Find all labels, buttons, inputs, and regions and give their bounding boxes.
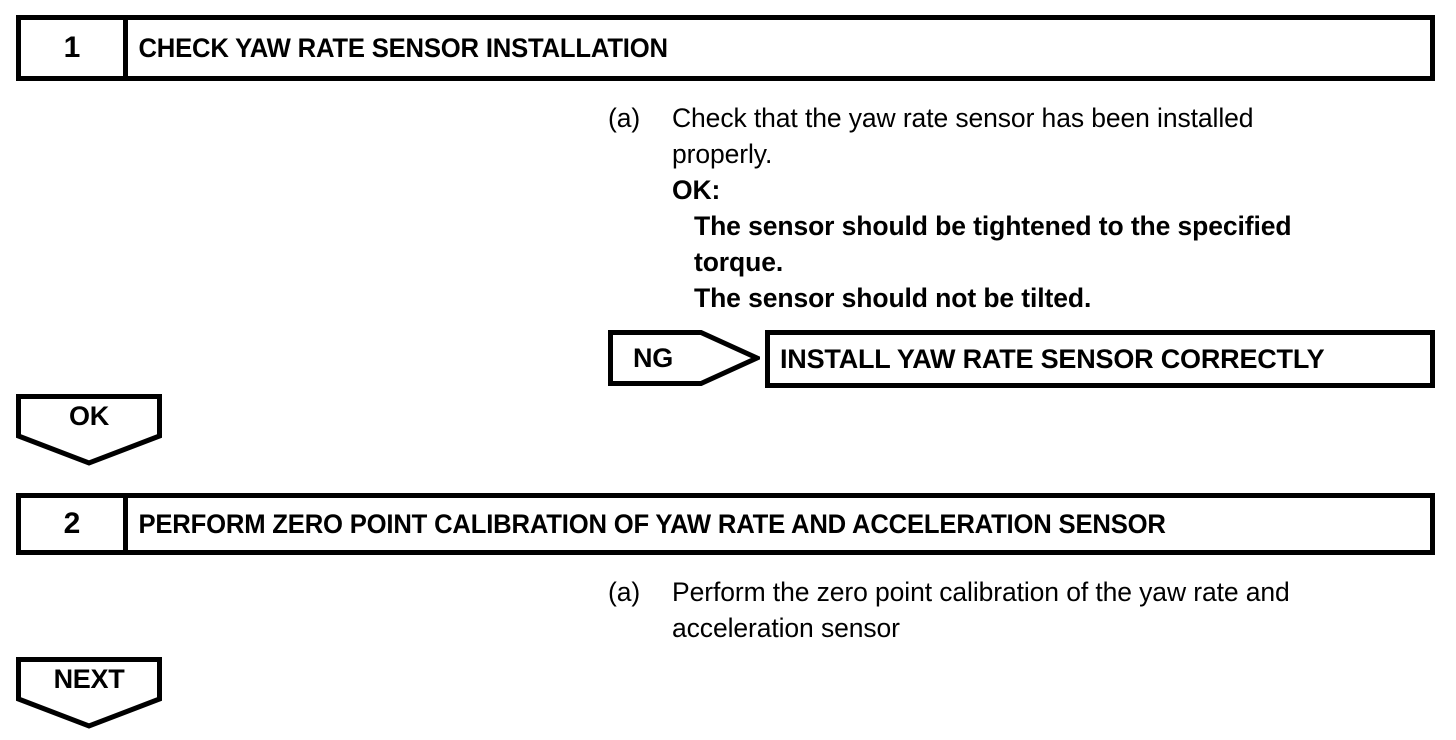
step-1-line-2: properly. <box>672 139 773 169</box>
step-2-title: PERFORM ZERO POINT CALIBRATION OF YAW RA… <box>138 508 1166 539</box>
step-2-body: (a) Perform the zero point calibration o… <box>608 574 1408 646</box>
next-branch-arrow: NEXT <box>16 657 162 729</box>
ng-result-box: INSTALL YAW RATE SENSOR CORRECTLY <box>765 330 1435 388</box>
step-1-item-label: (a) <box>608 103 641 133</box>
step-2-line-2: acceleration sensor <box>672 613 900 643</box>
step-2-number: 2 <box>21 498 128 550</box>
step-2-item-a: (a) Perform the zero point calibration o… <box>608 574 1408 646</box>
step-1-item-a: (a) Check that the yaw rate sensor has b… <box>608 100 1408 316</box>
step-1-line-1: Check that the yaw rate sensor has been … <box>672 103 1254 133</box>
ng-branch-label: NG <box>633 342 673 373</box>
step-1-body: (a) Check that the yaw rate sensor has b… <box>608 100 1408 316</box>
step-1-number: 1 <box>21 20 128 76</box>
step-1-title: CHECK YAW RATE SENSOR INSTALLATION <box>138 32 668 63</box>
step-1-line-5: torque. <box>694 247 784 277</box>
step-2-header-bar: 2 PERFORM ZERO POINT CALIBRATION OF YAW … <box>16 493 1435 555</box>
ng-arrow-shape <box>608 330 760 386</box>
step-2-item-label: (a) <box>608 577 641 607</box>
step-1-item-lines: Check that the yaw rate sensor has been … <box>672 100 1408 316</box>
step-1-line-4: The sensor should be tightened to the sp… <box>694 211 1292 241</box>
ng-branch-arrow: NG <box>608 330 760 386</box>
ok-branch-arrow: OK <box>16 394 162 466</box>
ok-arrow-shape <box>16 394 162 466</box>
step-2-line-1: Perform the zero point calibration of th… <box>672 577 1290 607</box>
step-1-header-bar: 1 CHECK YAW RATE SENSOR INSTALLATION <box>16 15 1435 81</box>
ok-branch-label: OK <box>69 400 109 431</box>
step-1-line-6: The sensor should not be tilted. <box>694 283 1092 313</box>
step-2-item-lines: Perform the zero point calibration of th… <box>672 574 1408 646</box>
step-1-line-3-ok-label: OK: <box>672 175 721 205</box>
next-arrow-shape <box>16 657 162 729</box>
next-branch-label: NEXT <box>53 663 125 694</box>
